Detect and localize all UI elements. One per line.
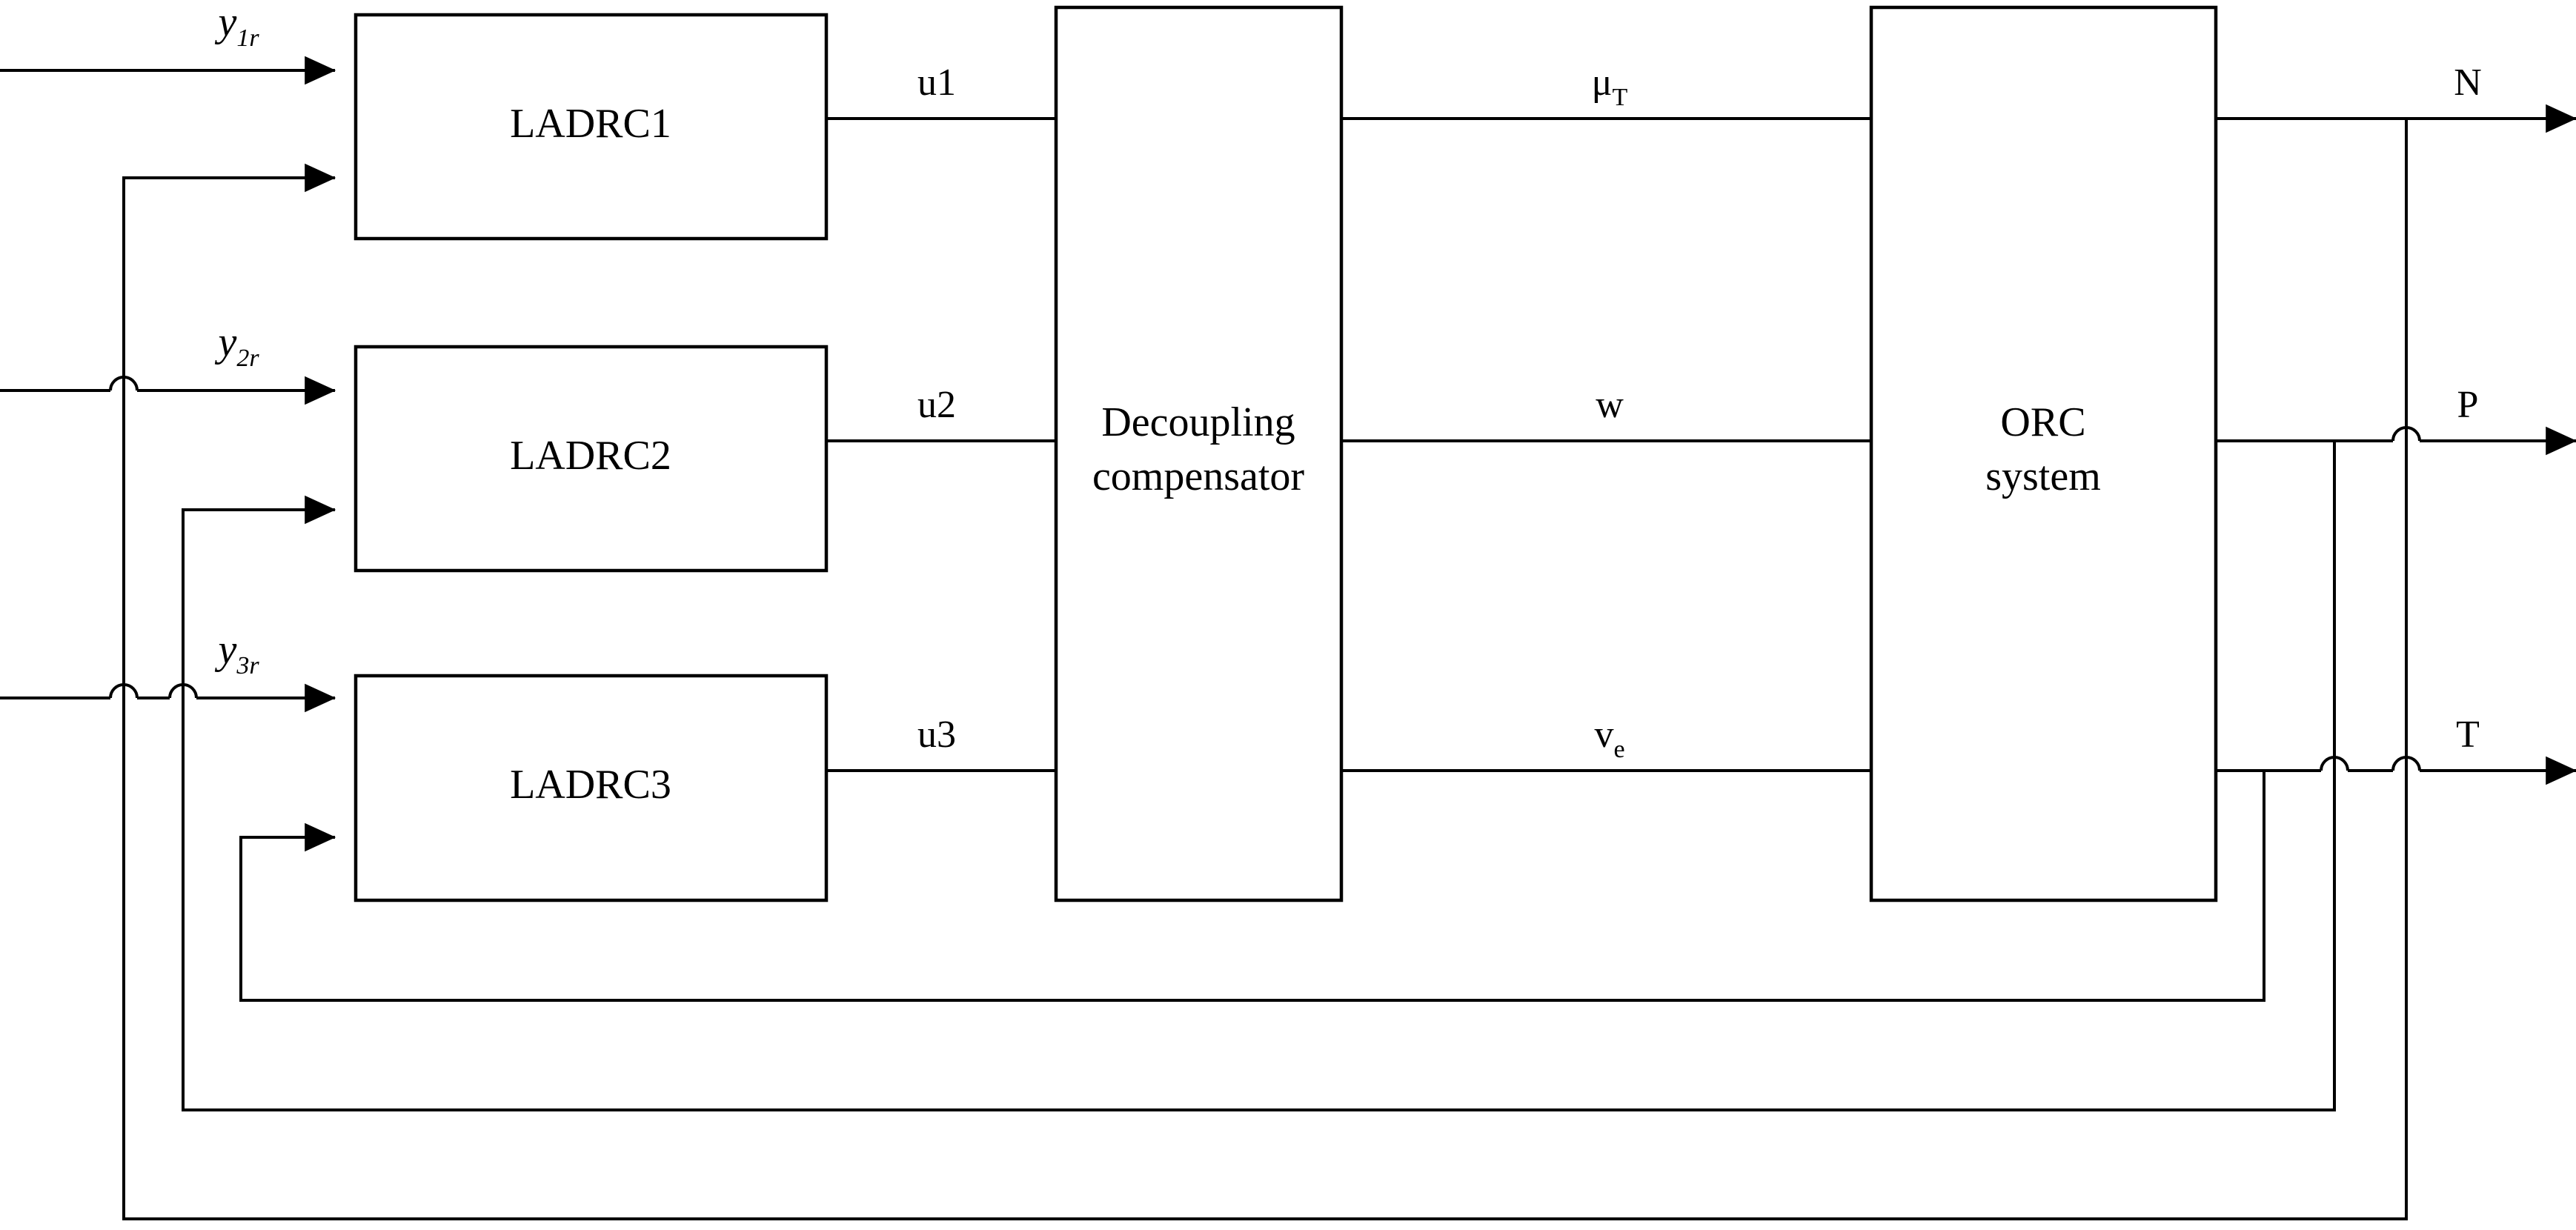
label-y2r-base: y xyxy=(214,319,236,365)
label-u2: u2 xyxy=(917,384,956,426)
block-ladrc2[interactable]: LADRC2 xyxy=(353,345,829,573)
block-decoupler-label-line2: compensator xyxy=(1092,453,1304,499)
label-u3: u3 xyxy=(917,714,956,756)
feedback-bus-ladrc1 xyxy=(122,119,2408,1220)
svg-text:y1r: y1r xyxy=(214,0,259,52)
block-ladrc3[interactable]: LADRC3 xyxy=(353,674,829,902)
label-mu-T-base: μ xyxy=(1592,62,1613,104)
label-mu-T: μT xyxy=(1592,62,1628,111)
label-y2r: y2r xyxy=(214,319,259,372)
block-ladrc1-label: LADRC1 xyxy=(510,101,671,147)
block-orc-system[interactable]: ORC system xyxy=(1869,5,2218,902)
label-y3r-base: y xyxy=(214,627,236,673)
label-w: w xyxy=(1596,384,1624,426)
label-y3r-sub: 3r xyxy=(236,652,259,679)
block-ladrc2-label: LADRC2 xyxy=(510,433,671,479)
block-ladrc1[interactable]: LADRC1 xyxy=(353,13,829,241)
block-decoupling-compensator[interactable]: Decoupling compensator xyxy=(1054,5,1344,902)
block-ladrc3-label: LADRC3 xyxy=(510,762,671,808)
feedback-bus-ladrc3 xyxy=(239,771,2265,1002)
label-y1r-sub: 1r xyxy=(236,24,259,52)
svg-text:ve: ve xyxy=(1594,714,1624,763)
label-y1r: y1r xyxy=(214,0,259,52)
label-y2r-sub: 2r xyxy=(236,345,259,372)
label-v-e: ve xyxy=(1594,714,1624,763)
label-w-base: w xyxy=(1596,384,1624,426)
label-output-N: N xyxy=(2454,62,2482,104)
svg-text:μT: μT xyxy=(1592,62,1628,111)
block-orc-label-line1: ORC xyxy=(2000,399,2085,445)
feedback-bus-ladrc2 xyxy=(182,441,2336,1111)
svg-text:w: w xyxy=(1596,384,1624,426)
label-y1r-base: y xyxy=(214,0,236,45)
block-orc-label-line2: system xyxy=(1985,453,2101,499)
label-mu-T-sub: T xyxy=(1613,84,1628,111)
svg-text:y2r: y2r xyxy=(214,319,259,372)
label-y3r: y3r xyxy=(214,627,259,679)
block-decoupler-label-line1: Decoupling xyxy=(1101,399,1295,445)
line-hop-arcs xyxy=(109,376,2421,771)
label-output-T: T xyxy=(2456,714,2480,756)
svg-text:y3r: y3r xyxy=(214,627,259,679)
label-u1: u1 xyxy=(917,62,956,104)
label-v-e-base: v xyxy=(1594,714,1613,756)
label-v-e-sub: e xyxy=(1613,736,1624,763)
label-output-P: P xyxy=(2457,384,2479,426)
